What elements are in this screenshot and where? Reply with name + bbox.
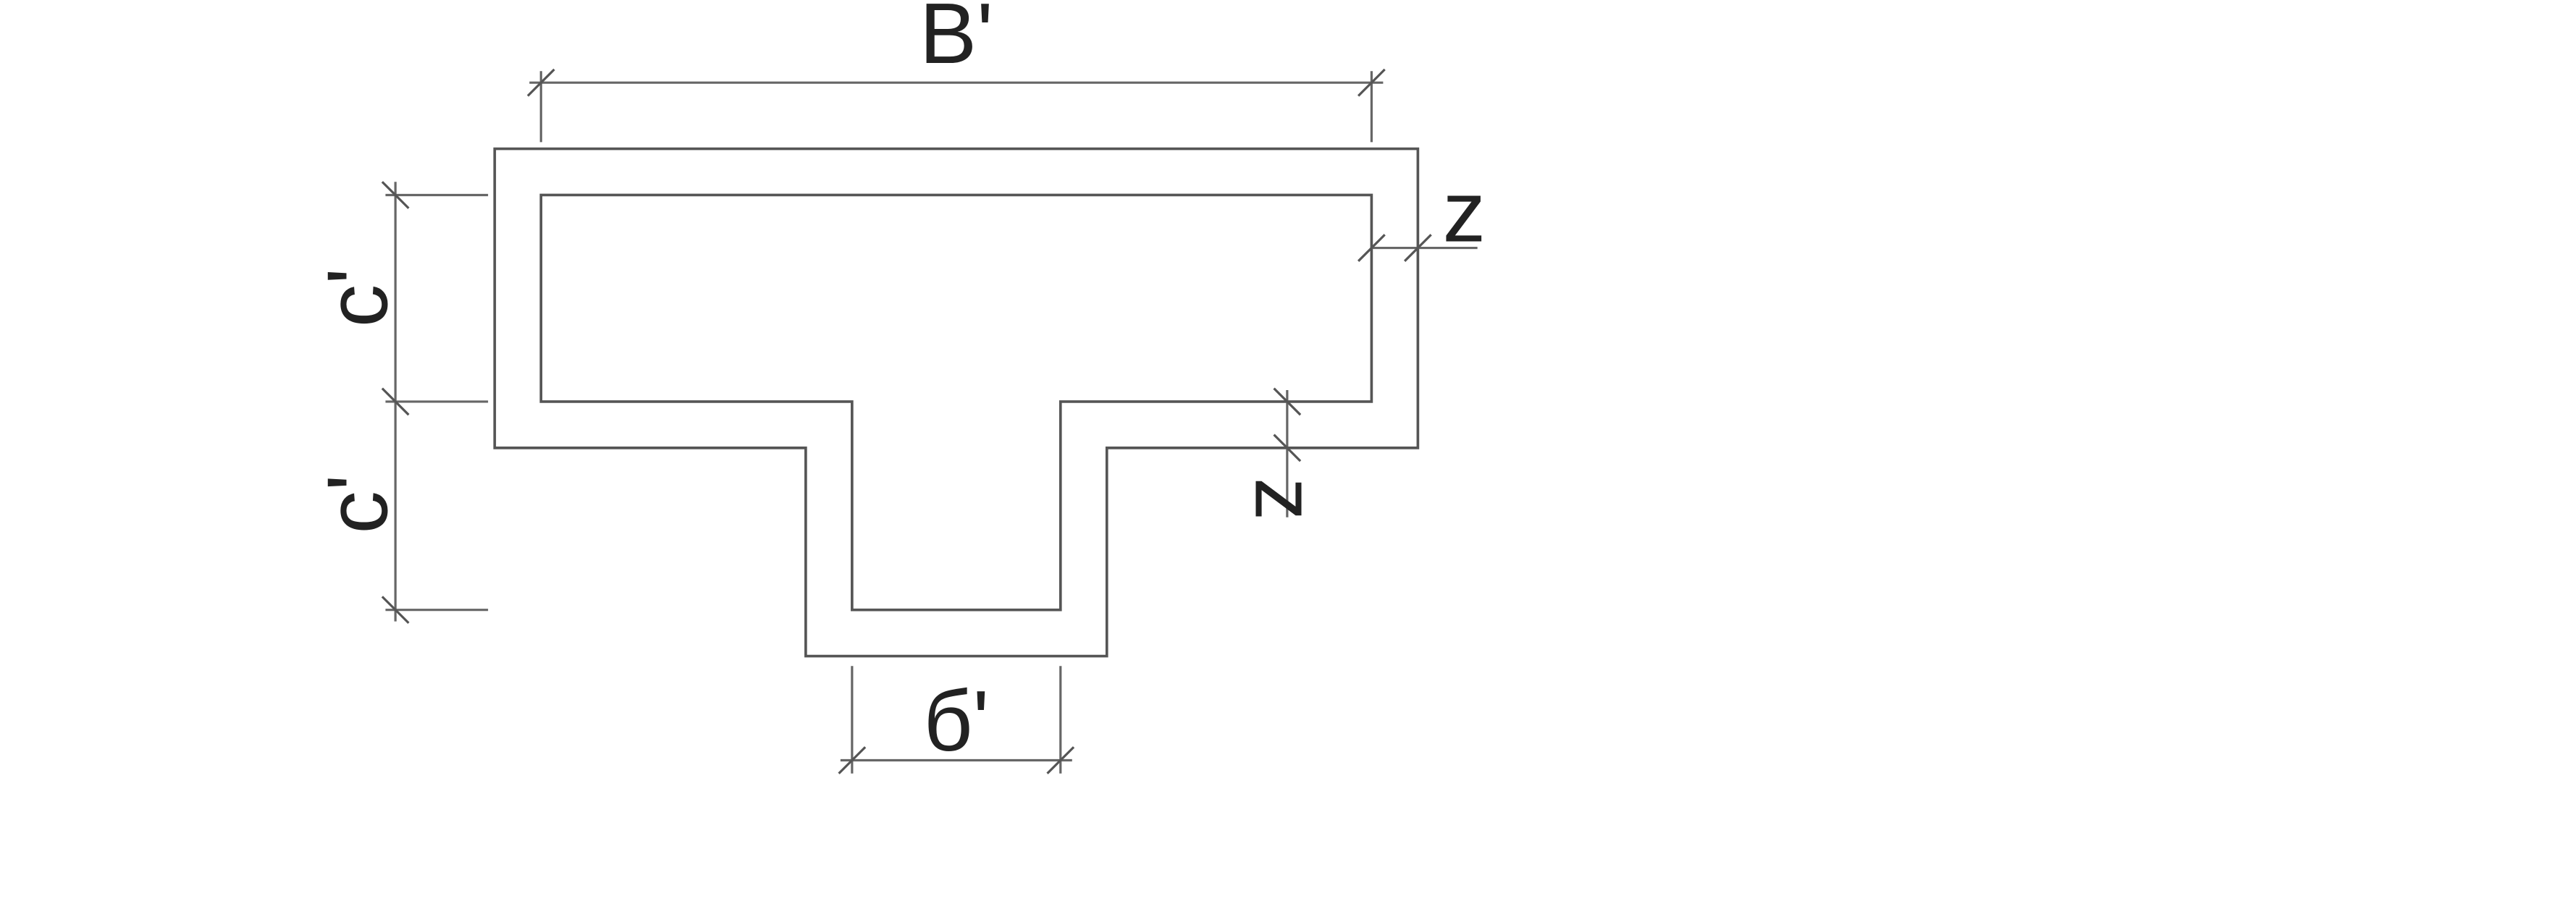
dimension-thickness-right — [1357, 234, 1478, 262]
label-thickness-step: z — [1237, 478, 1333, 520]
label-left-upper: c' — [310, 268, 406, 327]
label-thickness-right: z — [1443, 164, 1486, 260]
label-left-lower: c' — [310, 474, 406, 533]
dimension-thickness-step — [1273, 387, 1302, 517]
label-top-width: B' — [919, 0, 993, 82]
dimension-stem-width — [838, 666, 1075, 774]
inner-contour — [539, 193, 1373, 612]
dimension-left — [381, 181, 489, 625]
dimension-top-width — [526, 68, 1386, 143]
label-stem-width: б' — [923, 673, 989, 769]
